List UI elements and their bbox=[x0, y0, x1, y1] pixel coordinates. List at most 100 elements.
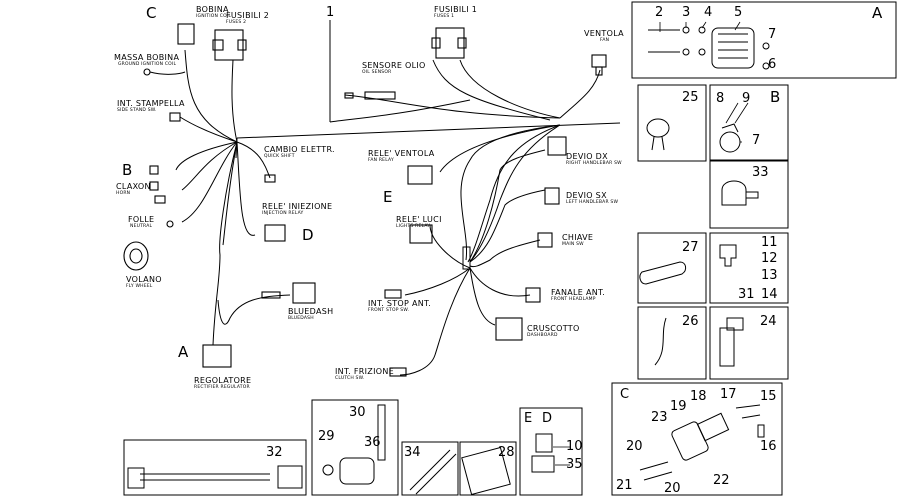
label-devsx-en: LEFT HANDLEBAR SW bbox=[566, 200, 619, 205]
label-sensore-en: OIL SENSOR bbox=[362, 70, 392, 75]
part-29: 29 bbox=[318, 429, 335, 444]
part-27: 27 bbox=[682, 240, 699, 255]
label-releventola-en: FAN RELAY bbox=[368, 158, 394, 163]
headlamp-connector bbox=[525, 287, 541, 303]
part-4: 4 bbox=[704, 5, 713, 20]
panel-a bbox=[631, 1, 897, 79]
part-6: 6 bbox=[768, 57, 777, 72]
label-sensore: SENSORE OLIO bbox=[362, 61, 426, 70]
part-sketches bbox=[127, 26, 770, 496]
part-5: 5 bbox=[734, 5, 743, 20]
part-11: 11 bbox=[761, 235, 778, 250]
panel-33 bbox=[709, 159, 789, 229]
part-25: 25 bbox=[682, 90, 699, 105]
relay-35 bbox=[531, 455, 555, 473]
part-34: 34 bbox=[404, 445, 421, 460]
section-letter-a: A bbox=[178, 343, 189, 361]
part-19: 19 bbox=[670, 399, 687, 414]
part-20b: 20 bbox=[664, 481, 681, 496]
panel-27 bbox=[637, 232, 707, 304]
left-handlebar-connector bbox=[544, 187, 560, 205]
part-22: 22 bbox=[713, 473, 730, 488]
panel-c bbox=[611, 382, 783, 496]
label-cambio: CAMBIO ELETTR. bbox=[264, 145, 335, 154]
label-bobina-en: IGNITION COIL bbox=[196, 14, 232, 19]
label-stampella-en: SIDE STAND SW. bbox=[117, 108, 157, 113]
label-massa-en: GROUND IGNITION COIL bbox=[118, 62, 177, 67]
holder-28 bbox=[461, 446, 511, 496]
dashboard-connector bbox=[495, 317, 523, 341]
part-16: 16 bbox=[760, 439, 777, 454]
label-releventola: RELE' VENTOLA bbox=[368, 149, 435, 158]
label-massa: MASSA BOBINA bbox=[114, 53, 180, 62]
horn-connector-1 bbox=[149, 165, 159, 175]
section-letter-b: B bbox=[122, 161, 133, 179]
regulator-part bbox=[711, 27, 755, 69]
part-32: 32 bbox=[266, 445, 283, 460]
panel-24 bbox=[709, 306, 789, 380]
horn-connector-2 bbox=[149, 181, 159, 191]
label-claxon: CLAXON bbox=[116, 182, 151, 191]
injection-relay bbox=[264, 224, 286, 242]
sensor-30 bbox=[339, 457, 375, 485]
part-13: 13 bbox=[761, 268, 778, 283]
label-releiniez: RELE' INIEZIONE bbox=[262, 202, 333, 211]
panel-e-d bbox=[519, 407, 583, 496]
label-fanale: FANALE ANT. bbox=[551, 288, 606, 297]
label-regolatore-en: RECTIFIER REGULATOR bbox=[194, 385, 250, 390]
label-volano: VOLANO bbox=[126, 275, 162, 284]
flywheel-connector bbox=[123, 241, 149, 271]
label-claxon-en: HORN bbox=[116, 191, 131, 196]
quick-shift-connector bbox=[264, 174, 276, 183]
panel-letter-e: E bbox=[524, 411, 533, 426]
part-33: 33 bbox=[752, 165, 769, 180]
oil-sensor bbox=[364, 91, 396, 100]
label-fusibili2: FUSIBILI 2 bbox=[226, 11, 270, 20]
label-fanale-en: FRONT HEADLAMP bbox=[551, 297, 596, 302]
part-31: 31 bbox=[738, 287, 755, 302]
part-24: 24 bbox=[760, 314, 777, 329]
label-cruscotto-en: DASHBOARD bbox=[527, 333, 558, 338]
main-harness bbox=[149, 20, 621, 376]
part-10: 10 bbox=[566, 439, 583, 454]
panel-25 bbox=[637, 84, 707, 162]
part-7a: 7 bbox=[768, 27, 777, 42]
label-stop: INT. STOP ANT. bbox=[368, 299, 432, 308]
part-14: 14 bbox=[761, 287, 778, 302]
panel-26 bbox=[637, 306, 707, 380]
section-letter-c: C bbox=[146, 4, 157, 22]
panel-letter-c: C bbox=[620, 387, 630, 402]
right-handlebar-connector bbox=[547, 136, 567, 156]
label-stop-en: FRONT STOP SW. bbox=[368, 308, 410, 313]
part-17: 17 bbox=[720, 387, 737, 402]
part-7b: 7 bbox=[752, 133, 761, 148]
coil-24 bbox=[719, 327, 735, 367]
fusibili1-box bbox=[435, 27, 465, 59]
harness-number: 1 bbox=[326, 5, 335, 20]
label-releluci: RELE' LUCI bbox=[396, 215, 442, 224]
label-devdx: DEVIO DX bbox=[566, 152, 608, 161]
part-20a: 20 bbox=[626, 439, 643, 454]
part-26: 26 bbox=[682, 314, 699, 329]
label-chiave-en: MAIN SW bbox=[562, 242, 584, 247]
label-releiniez-en: INJECTION RELAY bbox=[262, 211, 304, 216]
neutral-terminal bbox=[166, 220, 174, 228]
label-chiave: CHIAVE bbox=[562, 233, 594, 242]
label-fusibili1-en: FUSES 1 bbox=[434, 14, 455, 19]
fan-relay bbox=[407, 165, 433, 185]
part-3: 3 bbox=[682, 5, 691, 20]
panel-letter-b: B bbox=[770, 88, 781, 106]
part-36: 36 bbox=[364, 435, 381, 450]
label-stampella: INT. STAMPELLA bbox=[117, 99, 185, 108]
regulator-connector bbox=[202, 344, 232, 368]
part-23: 23 bbox=[651, 410, 668, 425]
label-bluedash: BLUEDASH bbox=[288, 307, 334, 316]
ventola-connector bbox=[591, 54, 607, 68]
panel-b bbox=[709, 84, 789, 162]
label-ventola-en: FAN bbox=[600, 38, 610, 43]
wire-26 bbox=[654, 317, 667, 366]
section-letter-d: D bbox=[302, 226, 314, 244]
part-12: 12 bbox=[761, 251, 778, 266]
label-cambio-en: QUICK SHIFT bbox=[264, 154, 295, 159]
switch-body-c bbox=[671, 421, 709, 461]
